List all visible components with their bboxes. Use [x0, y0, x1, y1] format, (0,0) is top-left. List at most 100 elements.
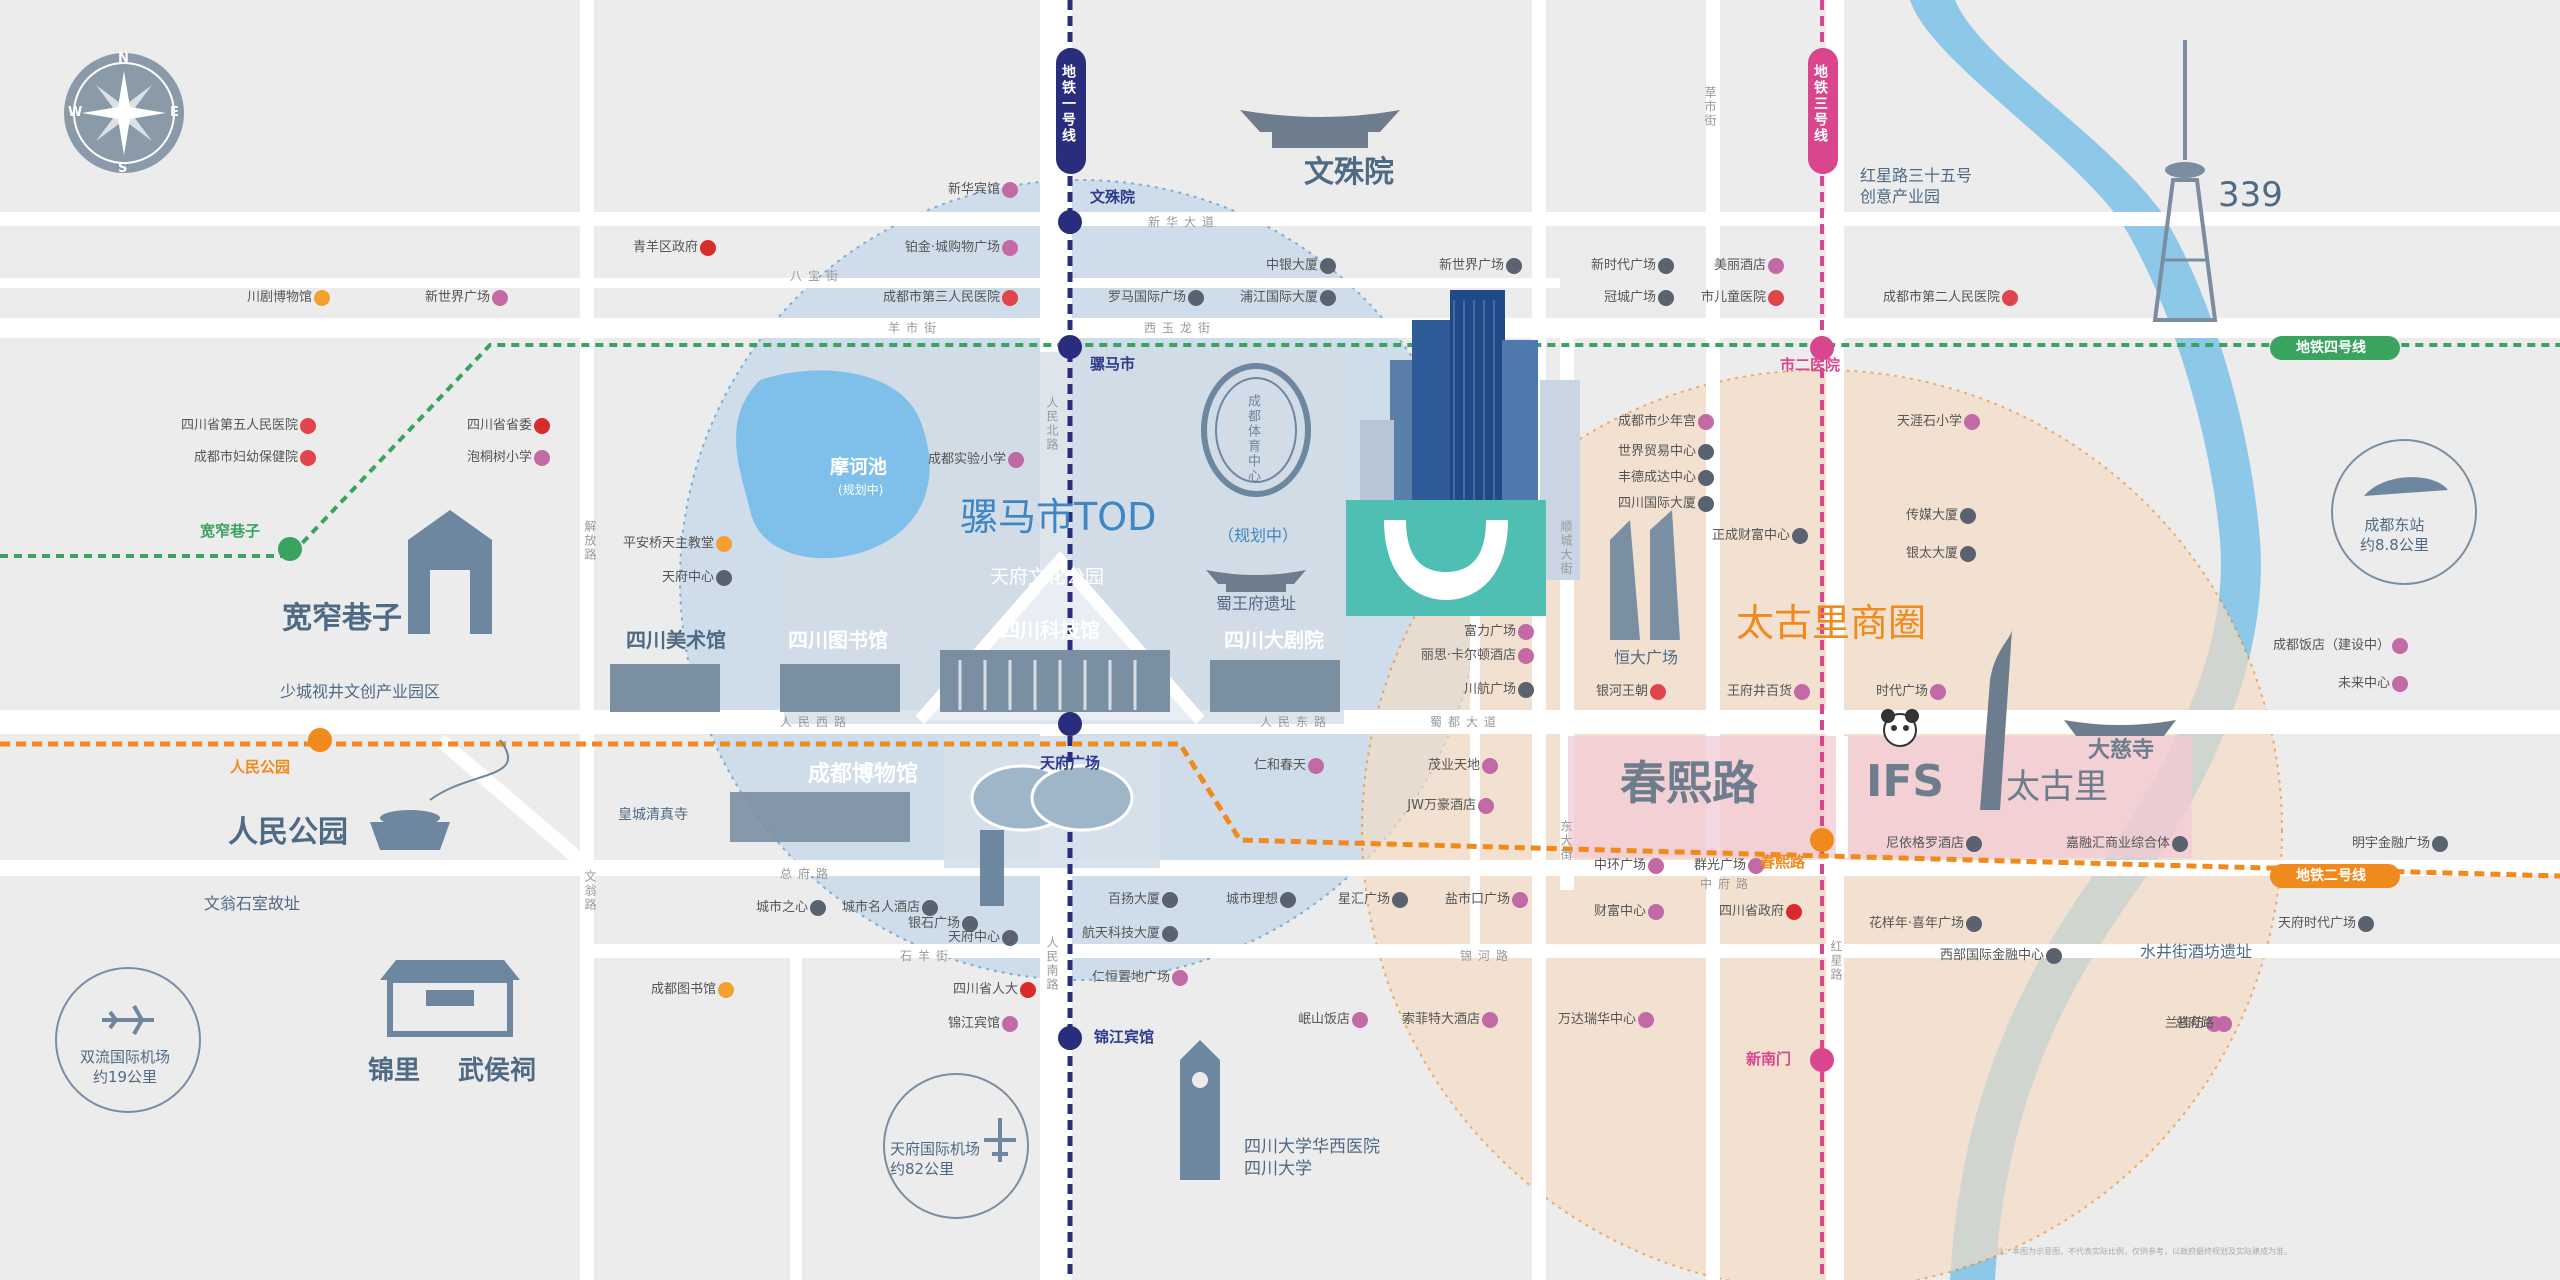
poi-marker-guancheng — [1658, 290, 1674, 306]
poi-label-bailian: 百扬大厦 — [1107, 892, 1160, 907]
poi-marker-suofeite — [1482, 1012, 1498, 1028]
planning-label: （规划中） — [1218, 526, 1299, 545]
station-label-renmin: 人民公园 — [230, 758, 291, 776]
poi-label-cd3-hospital: 成都市第三人民医院 — [882, 290, 1000, 305]
poi-marker-mingyu — [2432, 836, 2448, 852]
poi-label-xinghui: 星汇广场 — [1337, 892, 1390, 907]
poi-label-maoye: 茂业天地 — [1427, 758, 1480, 773]
poi-label-cd-library: 成都图书馆 — [650, 982, 716, 997]
sc-sci-museum-label: 四川科技馆 — [1000, 618, 1100, 642]
poi-marker-jiayou — [962, 916, 978, 932]
east-station-label: 成都东站 约8.8公里 — [2360, 516, 2429, 554]
poi-label-paotongshu: 泡桐树小学 — [466, 450, 532, 465]
compass-e: E — [170, 105, 179, 120]
kuanzhai-gate-icon — [408, 510, 492, 634]
poi-marker-cd-school — [1008, 452, 1024, 468]
shaocheng-label: 少城视井文创产业园区 — [280, 682, 441, 701]
poi-marker-weilai — [2392, 676, 2408, 692]
poi-marker-wangfujing — [1794, 684, 1810, 700]
poi-marker-jinsha-mall — [1002, 240, 1018, 256]
poi-marker-pujiang — [1320, 290, 1336, 306]
poi-label-sc-intl: 四川国际大厦 — [1617, 496, 1696, 511]
station-label-kuanzhai: 宽窄巷子 — [200, 522, 261, 540]
museum-buildings — [610, 650, 1340, 842]
poi-label-zhengcheng: 正成财富中心 — [1711, 528, 1790, 543]
poi-marker-sc5-hospital — [300, 418, 316, 434]
sc-theatre-label: 四川大剧院 — [1224, 628, 1324, 652]
poi-marker-cd3-hospital — [1002, 290, 1018, 306]
tianfu-tower — [980, 830, 1004, 906]
east-station-circle — [2331, 439, 2477, 585]
poi-marker-chengshi-zhiguang — [1280, 892, 1296, 908]
train-icon — [2364, 477, 2448, 496]
poi-label-world-trade: 世界贸易中心 — [1617, 444, 1696, 459]
poi-label-qunguang: 群光广场 — [1693, 858, 1746, 873]
poi-marker-xinshidai — [1658, 258, 1674, 274]
poi-markers — [300, 182, 2448, 1032]
shuangliu-label: 双流国际机场 约19公里 — [80, 1048, 171, 1086]
street-dongcheng: 顺城大街 — [1559, 520, 1573, 576]
street-dongda: 东大街 — [1559, 820, 1573, 862]
line3-label: 地铁三号线 — [1812, 64, 1828, 144]
poi-marker-sc-npc — [1020, 982, 1036, 998]
wuhouci-label: 武侯祠 — [458, 1056, 537, 1086]
shuangliu-circle — [55, 967, 201, 1113]
poi-marker-chuanju — [314, 290, 330, 306]
poi-marker-fuli — [1518, 624, 1534, 640]
poi-marker-world-trade — [1698, 444, 1714, 460]
poi-marker-shiji-hotel — [1768, 258, 1784, 274]
station-tianfu — [1058, 712, 1082, 736]
poi-label-city-edu: 市儿童医院 — [1700, 290, 1766, 305]
sc-uni-label: 四川大学华西医院 四川大学 — [1244, 1137, 1380, 1180]
poi-label-tianfu-center2: 天府中心 — [947, 930, 1000, 945]
street-caoshi: 草市街 — [1703, 86, 1717, 128]
street-zhongfu: 中府路 — [1700, 877, 1755, 891]
poi-label-fuli: 富力广场 — [1463, 624, 1516, 639]
poi-marker-jw — [1478, 798, 1494, 814]
poi-marker-sc-committee — [534, 418, 550, 434]
tianfu-airport-label: 天府国际机场 约82公里 — [890, 1140, 981, 1178]
mosque-label: 皇城清真寺 — [618, 807, 688, 823]
poi-label-chuanyuan: 传媒大厦 — [1905, 508, 1958, 523]
poi-marker-maoye — [1482, 758, 1498, 774]
station-jinjiang — [1058, 1026, 1082, 1050]
station-xinnanmen — [1810, 1048, 1834, 1072]
poi-label-qingyang-gov: 青羊区政府 — [632, 240, 698, 255]
poi-marker-cd-maternal — [300, 450, 316, 466]
taikoo-tower-icon — [1980, 630, 2012, 810]
poi-marker-city-edu — [1768, 290, 1784, 306]
ifs-label: IFS — [1866, 756, 1945, 807]
poi-label-caifu: 财富中心 — [1593, 904, 1646, 919]
sc-art-museum-label: 四川美术馆 — [626, 628, 726, 652]
moheichi-label: 摩诃池 — [830, 456, 888, 478]
poi-marker-renhe — [1308, 758, 1324, 774]
shuijing-label: 水井街酒坊遗址 — [2140, 942, 2253, 961]
poi-label-chengshi-zhiguang: 城市理想 — [1225, 892, 1278, 907]
poi-label-weilai: 未来中心 — [2337, 676, 2390, 691]
sports-center-label: 成都体育中心 — [1245, 394, 1260, 484]
poi-label-sc5-hospital: 四川省第五人民医院 — [180, 418, 298, 433]
poi-marker-chuanhang — [1518, 682, 1534, 698]
poi-label-renmin-mall: 仁恒置地广场 — [1091, 970, 1170, 985]
poi-label-jiayou: 银石广场 — [907, 916, 960, 931]
poi-label-sc-npc: 四川省人大 — [952, 982, 1018, 997]
wenshu-roof-icon — [1240, 110, 1400, 148]
station-label-jinjiang: 锦江宾馆 — [1094, 1028, 1155, 1046]
compass-s: S — [118, 161, 128, 176]
hengda-label: 恒大广场 — [1614, 648, 1679, 667]
street-renmin-north: 人民北路 — [1045, 396, 1059, 452]
street-jiefang: 解放路 — [583, 520, 597, 562]
line1-label: 地铁一号线 — [1060, 64, 1076, 144]
station-label-wenshuyuan: 文殊院 — [1090, 188, 1136, 206]
poi-marker-renmin-mall — [1172, 970, 1188, 986]
daci-roof-icon — [2064, 720, 2176, 736]
line3-tag — [1808, 48, 1838, 174]
poi-label-chengshi-ming: 城市名人酒店 — [841, 900, 920, 915]
metro-stations — [278, 210, 1834, 1072]
poi-marker-chuanyuan — [1960, 508, 1976, 524]
shuwang-roof-icon — [1206, 570, 1306, 592]
street-babao: 八宝街 — [790, 269, 845, 283]
poi-label-fengde: 丰德成达中心 — [1617, 470, 1696, 485]
station-label-shi-er: 市二医院 — [1780, 356, 1841, 374]
poi-marker-hangtian — [1162, 926, 1178, 942]
